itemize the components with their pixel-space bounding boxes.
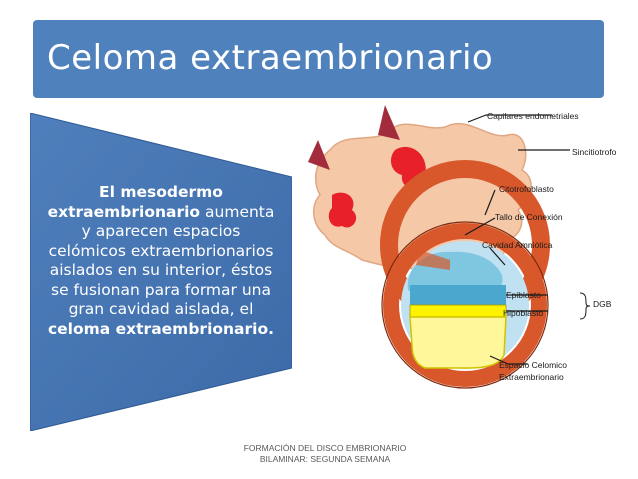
connecting-stalk bbox=[416, 250, 450, 270]
label-capilares: Capilares endometriales bbox=[487, 111, 579, 121]
label-epiblasto: Epiblasto bbox=[506, 290, 541, 300]
label-tallo: Tallo de Conexión bbox=[495, 212, 563, 222]
title-bar: Celoma extraembrionario bbox=[33, 20, 604, 98]
lacuna-left bbox=[328, 192, 357, 228]
highlight-mesodermo: El mesodermo extraembrionario bbox=[47, 183, 223, 221]
label-cavidad: Cavidad Amniótica bbox=[482, 240, 553, 250]
trophoblast-outline bbox=[381, 221, 549, 389]
capillary-mid bbox=[378, 105, 400, 140]
label-citotrofo: Citotrofoblasto bbox=[499, 184, 554, 194]
label-hipoblasto: Hipoblasto bbox=[503, 308, 544, 318]
embryo-illustration bbox=[308, 105, 591, 389]
capillary-left bbox=[308, 140, 330, 170]
body-text: aumenta y aparecen espacios celómicos ex… bbox=[48, 202, 275, 319]
yolk-sac bbox=[409, 316, 507, 369]
dgb-brace bbox=[579, 292, 591, 320]
hypoblast-layer bbox=[409, 304, 507, 318]
panel-shape bbox=[30, 113, 292, 431]
embryo-diagram: Capilares endometriales Sincitiotrofo Ci… bbox=[290, 100, 638, 420]
slide-title: Celoma extraembrionario bbox=[47, 38, 494, 78]
label-espacio-celomico-2: Extraembrionario bbox=[499, 372, 564, 382]
footer-line-1: FORMACIÓN DEL DISCO EMBRIONARIO bbox=[243, 443, 407, 453]
cytotrophoblast-band bbox=[383, 223, 547, 387]
label-dgb: DGB bbox=[593, 299, 612, 309]
label-espacio-celomico-1: Espacio Celomico bbox=[499, 360, 568, 370]
footer-line-2: BILAMINAR: SEGUNDA SEMANA bbox=[259, 454, 391, 464]
footer: FORMACIÓN DEL DISCO EMBRIONARIO BILAMINA… bbox=[220, 443, 430, 465]
highlight-celoma: celoma extraembrionario. bbox=[47, 319, 275, 338]
description-panel: El mesodermo extraembrionario aumenta y … bbox=[30, 113, 292, 431]
description-text: El mesodermo extraembrionario aumenta y … bbox=[42, 183, 280, 339]
label-sincitio: Sincitiotrofo bbox=[572, 147, 617, 157]
epiblast-layer bbox=[410, 285, 506, 305]
label-leader-lines bbox=[464, 114, 570, 365]
